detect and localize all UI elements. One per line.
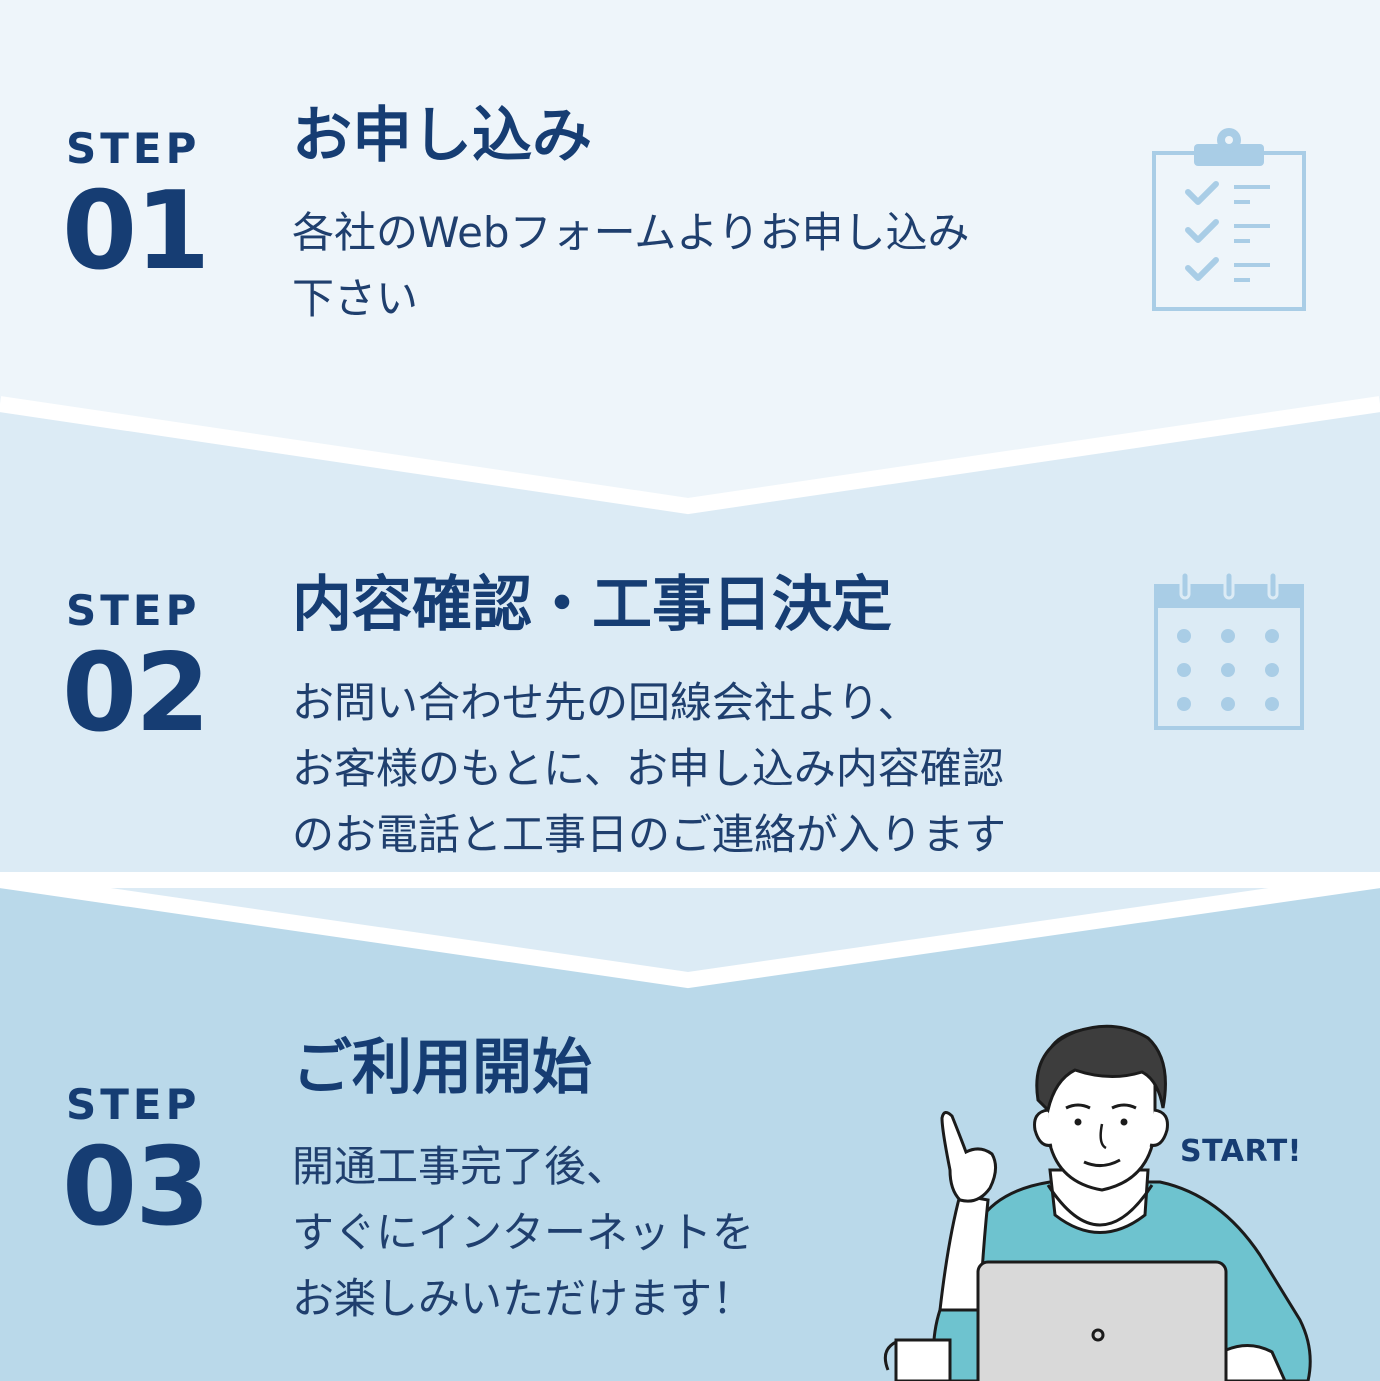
step-label: STEP — [66, 124, 201, 173]
description-line: お楽しみいただけます！ — [292, 1274, 755, 1323]
description-line: 開通工事完了後、 — [292, 1142, 629, 1191]
step-number: 03 — [62, 1125, 210, 1250]
man-with-laptop-illustration — [883, 1024, 1312, 1381]
description-line: のお電話と工事日のご連絡が入ります — [292, 810, 1007, 859]
step-label: STEP — [66, 1080, 201, 1129]
step-title: ご利用開始 — [292, 1033, 592, 1103]
step-title: 内容確認・工事日決定 — [292, 570, 892, 640]
description-line: すぐにインターネットを — [292, 1208, 755, 1257]
step-description: お問い合わせ先の回線会社より、 お客様のもとに、お申し込み内容確認 のお電話と工… — [292, 670, 1006, 868]
step-label: STEP — [66, 586, 201, 635]
step-title: お申し込み — [292, 101, 592, 171]
chevron-divider-2 — [0, 872, 1380, 989]
band-1 — [0, 0, 1380, 506]
description-line: お客様のもとに、お申し込み内容確認 — [292, 744, 1004, 793]
clipboard-checklist-icon — [1152, 128, 1306, 311]
description-line: 各社のWebフォームよりお申し込み — [292, 208, 970, 257]
start-label: START! — [1180, 1134, 1302, 1169]
chevron-divider-1 — [0, 396, 1380, 515]
step-number: 01 — [62, 169, 210, 294]
calendar-icon — [1154, 570, 1304, 730]
step-description: 各社のWebフォームよりお申し込み 下さい — [292, 200, 969, 332]
description-line: お問い合わせ先の回線会社より、 — [292, 678, 920, 727]
step-description: 開通工事完了後、 すぐにインターネットを お楽しみいただけます！ — [292, 1134, 754, 1332]
step-number: 02 — [62, 631, 210, 756]
description-line: 下さい — [292, 274, 419, 323]
